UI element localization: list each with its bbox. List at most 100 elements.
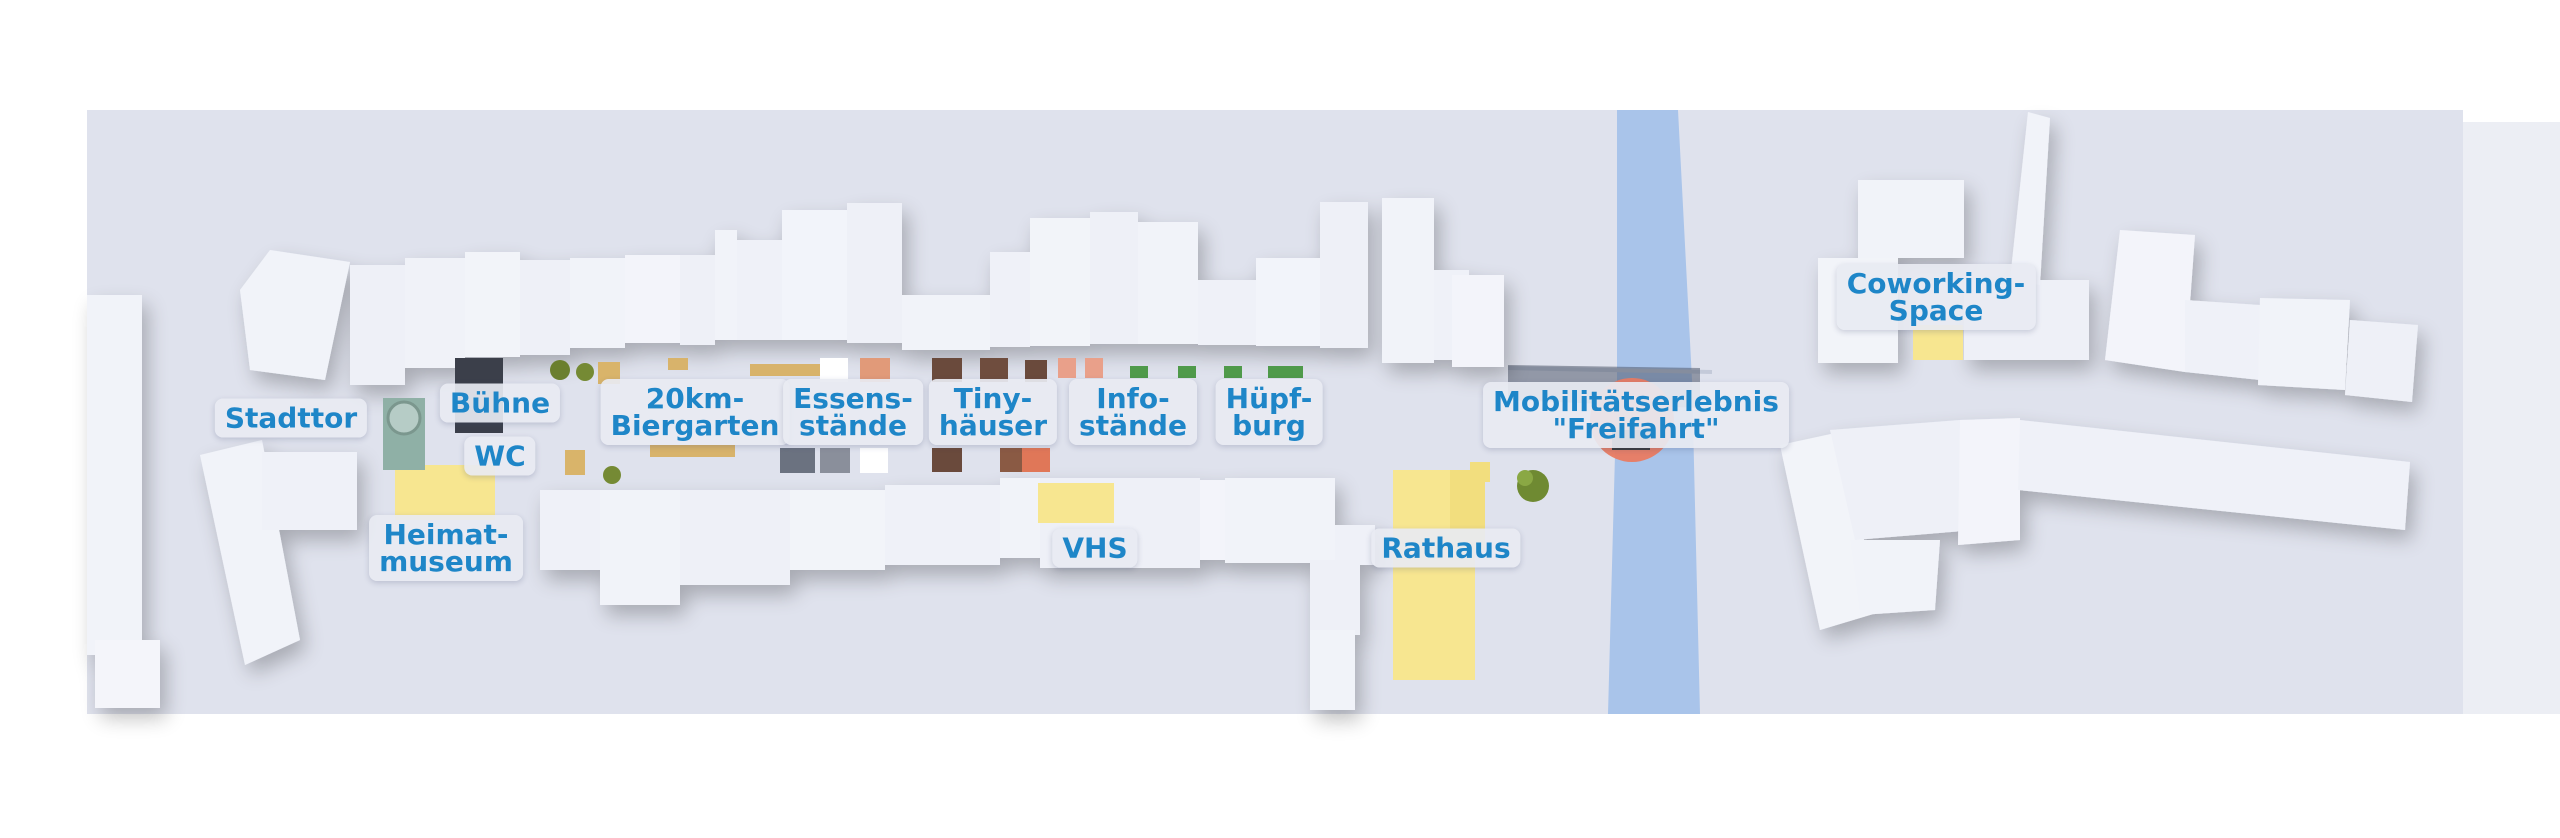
food-stall [860,358,890,382]
label-line: Space [1888,294,1984,327]
building [1958,418,2020,545]
building [1310,630,1355,710]
building [350,265,405,385]
label-line: Rathaus [1381,531,1511,565]
label-heimatmuseum: Heimat- museum [369,515,523,581]
building [1780,432,1880,630]
tiny-house [1000,448,1022,472]
label-line: stände [799,409,907,442]
label-wc: WC [464,436,536,476]
label-line: Hüpf- [1225,382,1313,415]
building [262,452,357,530]
building [2105,230,2195,372]
food-stall [860,448,888,473]
label-line: Heimat- [383,518,509,551]
label-rathaus: Rathaus [1371,528,1521,568]
coworking-building [1913,325,1963,360]
building [540,490,600,570]
building [680,490,790,585]
building [1200,480,1225,560]
label-line: VHS [1062,531,1128,565]
info-stall [1178,366,1196,378]
ground-right-fade [2463,122,2560,714]
tree [576,363,594,381]
building [1225,478,1335,563]
label-stadttor: Stadttor [214,398,368,438]
info-stall [1224,366,1242,378]
info-stall [1130,366,1148,378]
building [1830,420,1975,540]
food-stall [820,358,848,382]
building [1000,478,1040,558]
bench [565,450,585,475]
label-line: "Freifahrt" [1552,412,1720,445]
info-stall [1085,358,1103,378]
building [790,490,885,570]
building [847,203,902,343]
stadttor-tower [386,400,422,436]
tiny-house [932,358,962,382]
label-mobilitaetserlebnis: Mobilitätserlebnis "Freifahrt" [1483,382,1789,448]
building [465,252,520,357]
label-line: Info- [1096,382,1170,415]
building [885,485,1000,565]
label-line: WC [474,439,526,473]
building [2185,300,2260,380]
bench [650,445,735,457]
bench [750,364,820,376]
label-line: Essens- [793,382,913,415]
bench [668,358,688,370]
building [680,255,715,345]
building [1138,222,1198,344]
building [200,440,300,665]
building [1850,540,1940,615]
label-line: Tiny- [953,382,1033,415]
label-line: Stadttor [224,401,358,435]
building [600,490,680,605]
label-line: 20km- [645,382,745,415]
building [1030,218,1090,346]
building [2258,298,2350,390]
label-line: häuser [938,409,1048,442]
building [2010,112,2050,285]
building [990,252,1030,347]
building [1382,198,1434,363]
label-vhs: VHS [1052,528,1138,568]
tree [1517,470,1533,486]
label-infostaende: Info- stände [1069,379,1197,445]
tiny-house [1025,360,1047,382]
building [1335,525,1375,565]
building [520,260,570,355]
building [1256,258,1320,346]
building [1198,280,1256,345]
label-line: museum [379,545,513,578]
building [737,240,782,340]
building [715,230,737,340]
tree [550,360,570,380]
building [902,295,990,350]
building [1310,560,1360,635]
label-biergarten: 20km- Biergarten [600,379,790,445]
label-line: burg [1232,409,1306,442]
label-huepfburg: Hüpf- burg [1215,379,1323,445]
info-stall [1058,358,1076,378]
tiny-house [932,448,962,472]
building [625,255,680,343]
bench [598,362,620,384]
building [2018,420,2410,530]
building [570,258,625,348]
building [405,258,465,368]
label-line: Coworking- [1846,267,2026,300]
building [87,295,142,655]
label-line: stände [1079,409,1187,442]
building [1320,202,1368,348]
tiny-house [1022,448,1050,472]
rathaus-kiosk [1470,462,1490,482]
building [1858,180,1964,258]
building [95,640,160,708]
label-line: Bühne [449,386,551,420]
building [240,250,350,380]
info-stall [1285,366,1303,378]
info-stall [1268,366,1286,378]
